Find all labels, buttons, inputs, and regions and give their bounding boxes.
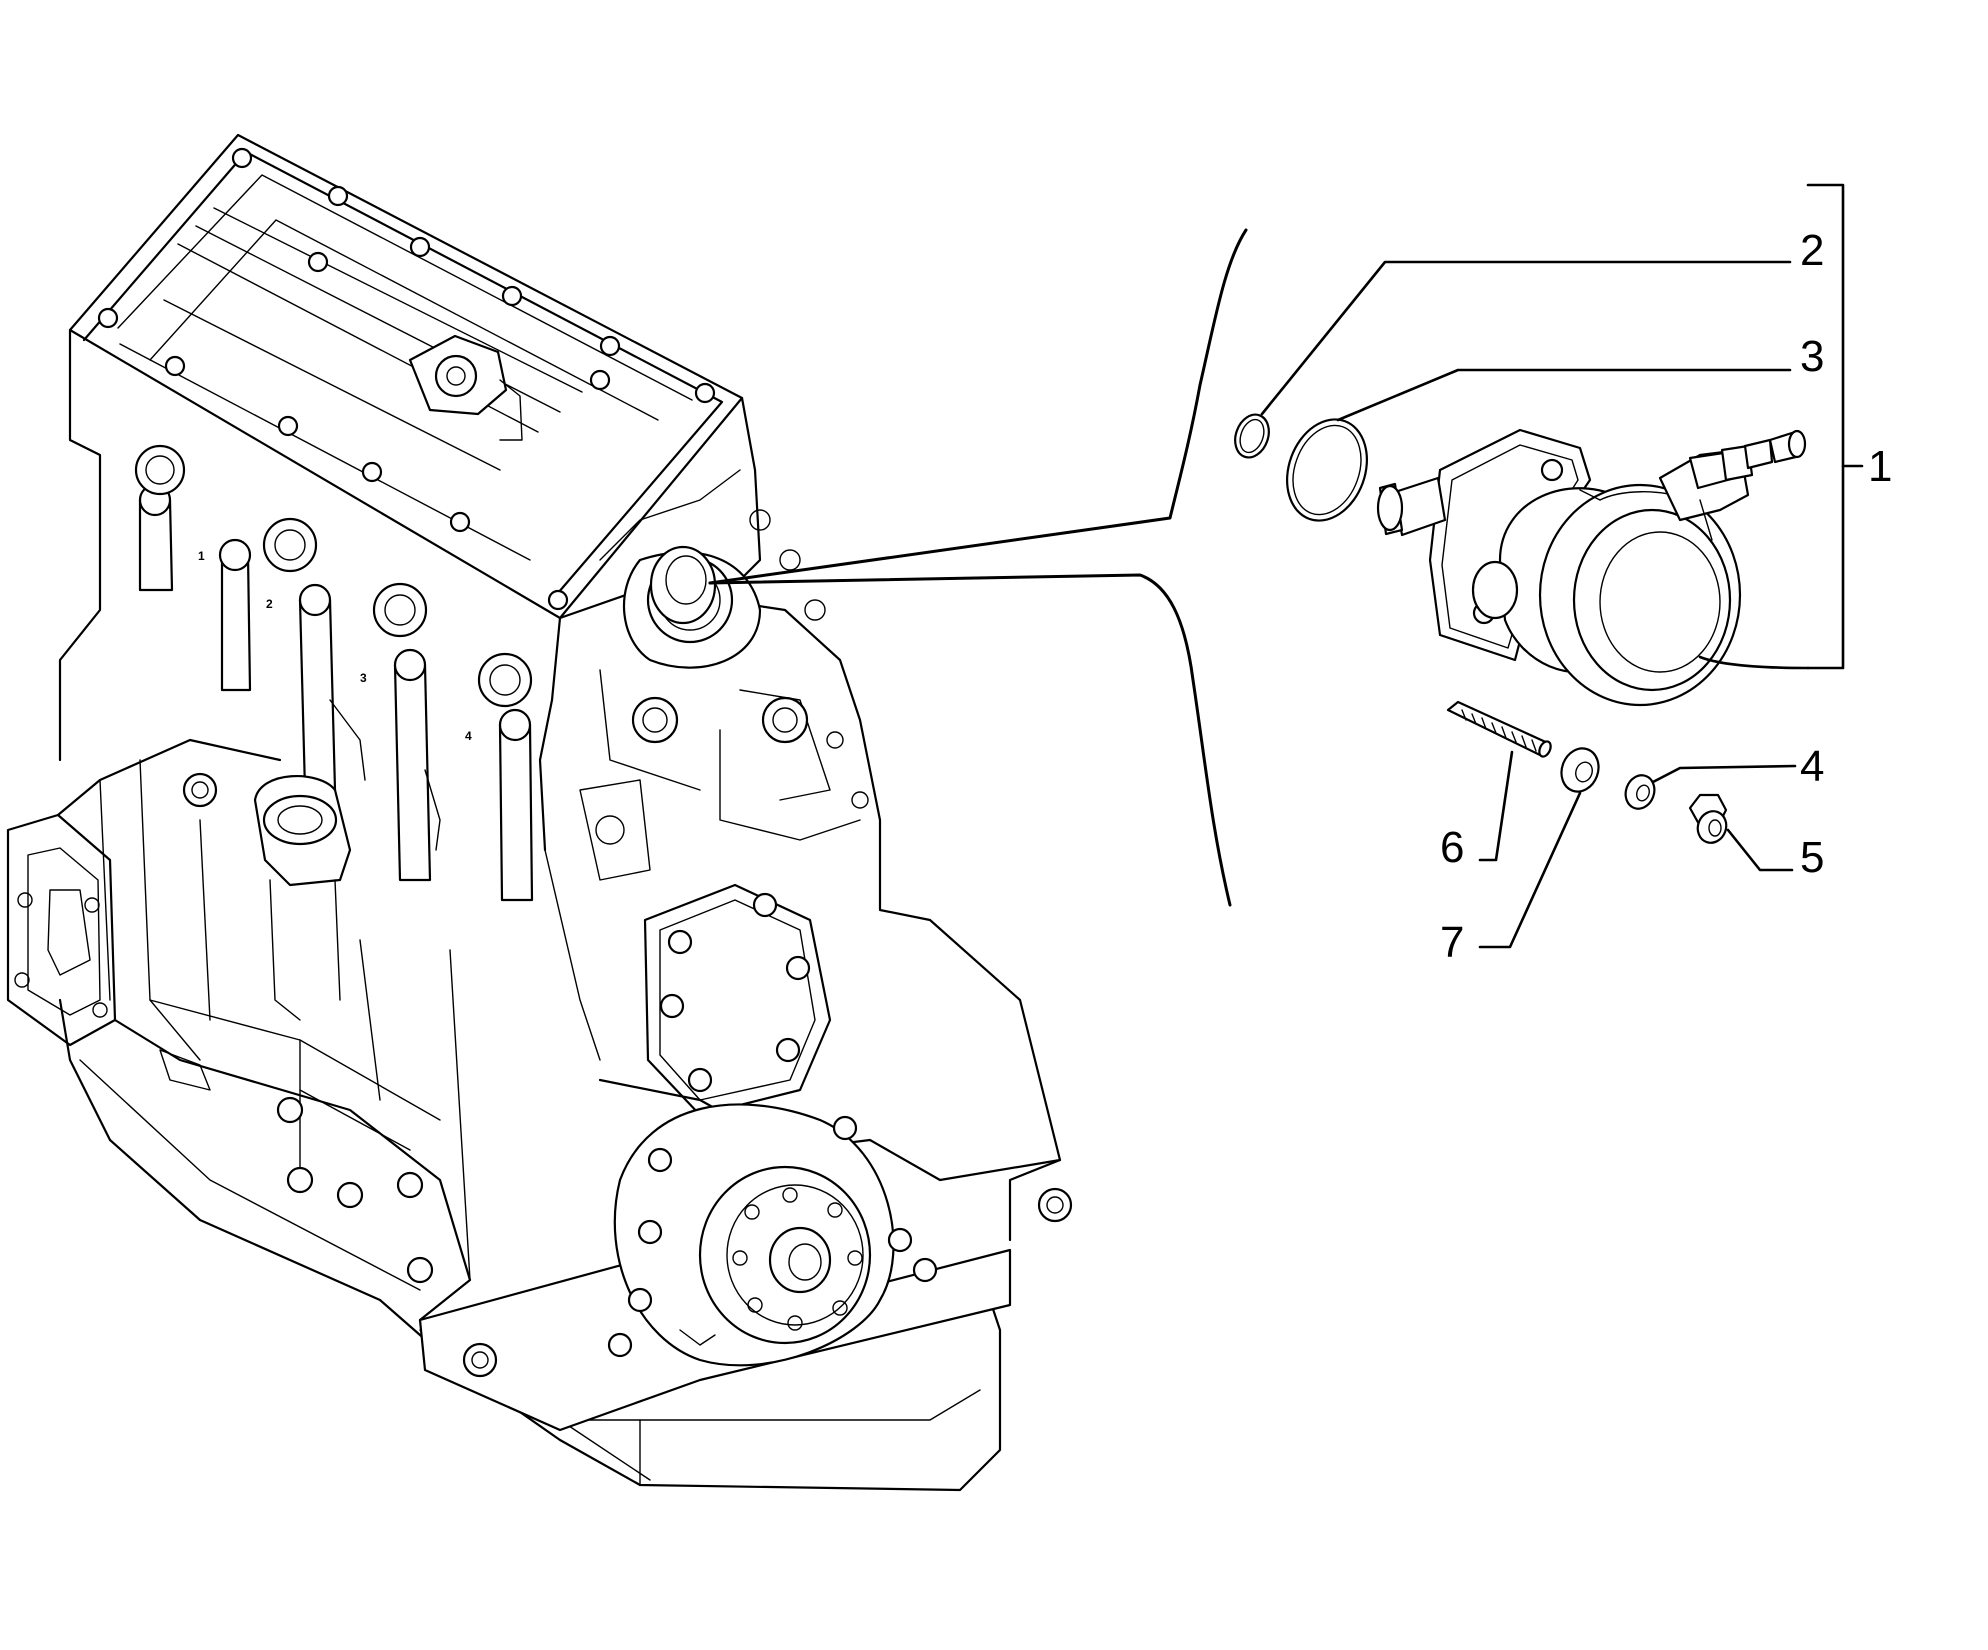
fuel-injectors: 1 2 3 4	[138, 483, 534, 902]
thermostat-housing	[182, 772, 352, 1021]
part-1-pump-assembly	[1376, 428, 1807, 707]
part-7-washer	[1560, 747, 1600, 793]
cylinder-mark-2: 2	[266, 597, 273, 611]
cylinder-mark-4: 4	[465, 729, 472, 743]
cylinder-mark-3: 3	[360, 671, 367, 685]
detail-bracket	[708, 228, 1248, 907]
oil-filler-cap	[408, 334, 523, 441]
pump-bore	[649, 545, 717, 625]
crankshaft-pulley	[698, 1165, 872, 1345]
pump-mounting-flange	[643, 883, 832, 1117]
leader-lines	[1260, 183, 1864, 949]
part-4-spring-washer	[1624, 774, 1656, 810]
callout-1: 1	[1868, 442, 1892, 491]
callout-6: 6	[1440, 823, 1464, 872]
valve-cover-bolts	[97, 147, 716, 611]
callout-3: 3	[1800, 332, 1824, 381]
callout-4: 4	[1800, 742, 1824, 791]
cylinder-mark-1: 1	[198, 549, 205, 563]
callout-7: 7	[1440, 918, 1464, 967]
part-2-o-ring-small	[1234, 413, 1270, 459]
part-6-stud	[1446, 700, 1552, 758]
callout-labels: 1 2 3 4 5 6 7	[1440, 226, 1892, 967]
engine-block-illustration: 1 2 3 4	[6, 133, 1073, 1492]
callout-5: 5	[1800, 833, 1824, 882]
part-3-gasket	[1286, 418, 1368, 522]
part-5-nut	[1688, 793, 1728, 844]
callout-2: 2	[1800, 226, 1824, 275]
